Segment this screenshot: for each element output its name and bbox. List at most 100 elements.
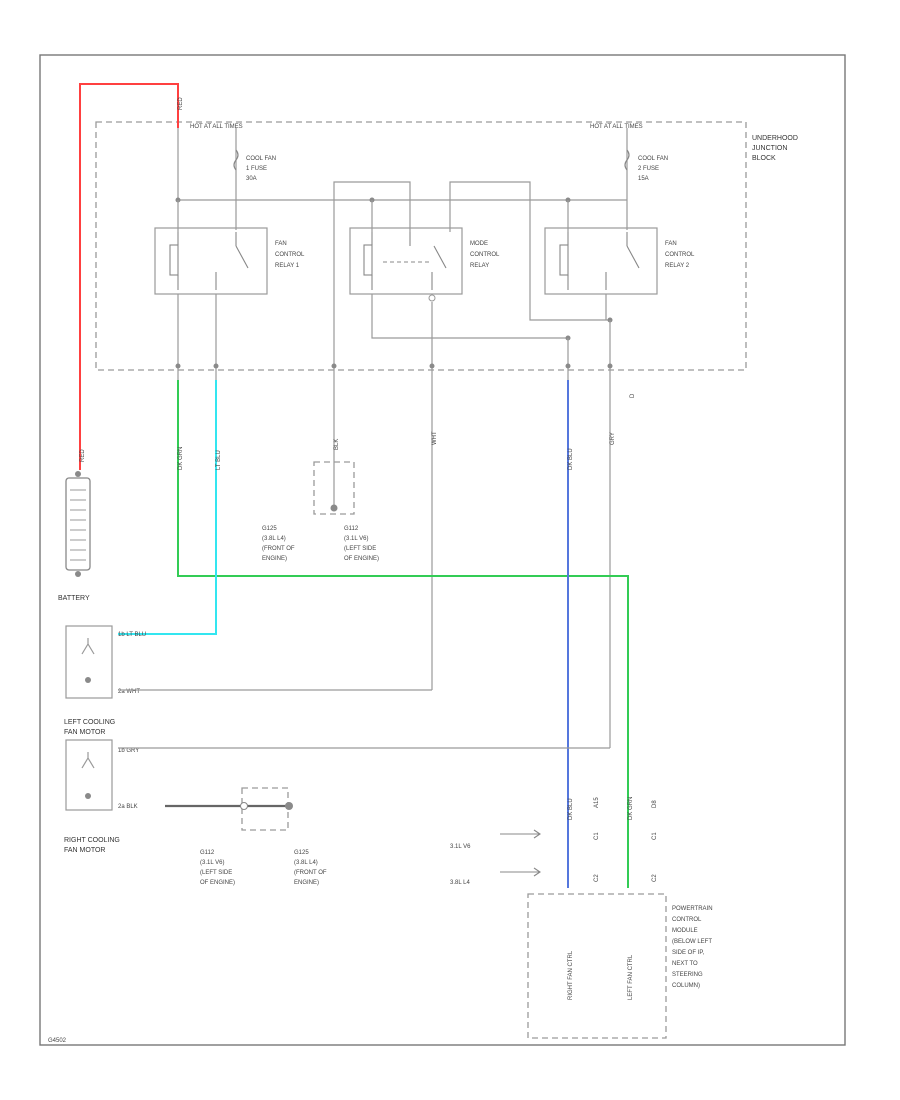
pcm-label-7: STEERING	[672, 972, 703, 978]
pcm-pin-d8: D8	[652, 800, 658, 808]
g125-top-3: (FRONT OF	[262, 546, 295, 552]
battery-bottom-terminal	[75, 571, 81, 577]
engine-l4-arrow	[500, 867, 541, 877]
right-fan-ground-node	[85, 793, 91, 799]
g112-bot-3: (LEFT SIDE	[200, 870, 232, 876]
fan-control-relay-1	[154, 227, 268, 295]
dk-grn-wire	[177, 380, 629, 888]
pcm-label-3: MODULE	[672, 928, 698, 934]
mode-loop-right	[449, 181, 610, 321]
pcm-label-8: COLUMN)	[672, 983, 700, 989]
g125-bot-1: G125	[294, 850, 309, 856]
relay1-coil	[169, 232, 249, 290]
pcm-label-5: SIDE OF IP,	[672, 950, 705, 956]
diagram-frame	[39, 54, 846, 1046]
dk-grn-label: DK GRN	[178, 447, 184, 470]
mode-out-node	[428, 294, 436, 302]
g112-top-1: G112	[344, 526, 359, 532]
fuse1-label-1: COOL FAN	[246, 156, 276, 162]
fan-control-relay-2	[544, 227, 658, 295]
left-fan-motor-icon	[81, 638, 95, 655]
relay2-label-1: FAN	[665, 241, 677, 247]
g125-bot-3: (FRONT OF	[294, 870, 327, 876]
left-fan-ground-node	[85, 677, 91, 683]
g125-top-4: ENGINE)	[262, 556, 287, 562]
lt-blu-wire	[118, 380, 217, 635]
underhood-label-1: UNDERHOOD	[752, 135, 798, 142]
pcm-right-fan-ctrl: RIGHT FAN CTRL	[568, 950, 574, 1000]
conn-node-4	[429, 363, 435, 369]
conn-node-1	[175, 363, 181, 369]
g112-bot-2: (3.1L V6)	[200, 860, 224, 866]
gry-label: GRY	[610, 432, 616, 445]
relay1-label-2: CONTROL	[275, 252, 305, 258]
g112-bot-1: G112	[200, 850, 215, 856]
relay2-label-3: RELAY 2	[665, 263, 690, 269]
g112-top-2: (3.1L V6)	[344, 536, 368, 542]
fuse2-label-3: 15A	[638, 176, 649, 182]
left-fan-label-1: LEFT COOLING	[64, 719, 115, 726]
left-fan-motor-box	[65, 625, 113, 699]
mode-relay-coil	[363, 232, 447, 290]
mode-loop-left	[333, 181, 411, 300]
pcm-pin-a15: A15	[594, 797, 600, 808]
underhood-junction-block	[95, 121, 747, 371]
g125-bot-2: (3.8L L4)	[294, 860, 318, 866]
mode-label-3: RELAY	[470, 263, 489, 269]
dk-blu-label: DK BLU	[568, 448, 574, 470]
right-fan-label-2: FAN MOTOR	[64, 847, 105, 854]
right-fan-motor-box	[65, 739, 113, 811]
conn-node-5	[565, 363, 571, 369]
blk-label: BLK	[334, 439, 340, 450]
mode-to-relay2-link	[371, 294, 568, 339]
relay2-coil	[559, 232, 640, 290]
pcm-dk-grn-label: DK GRN	[628, 797, 634, 820]
relay1-label-3: RELAY 1	[275, 263, 300, 269]
ground-dashed-box-top	[313, 461, 355, 515]
pcm-dashed-box	[527, 893, 667, 1039]
fuse1-label-3: 30A	[246, 176, 257, 182]
pcm-pin-c1: C1	[594, 832, 600, 840]
right-fan-pin2: 2a BLK	[118, 804, 138, 810]
relay2-label-2: CONTROL	[665, 252, 695, 258]
ground-g112-node	[240, 802, 248, 810]
engine-l4-label: 3.8L L4	[450, 880, 470, 886]
conn-node-2	[213, 363, 219, 369]
ground-dashed-box-bottom	[241, 787, 289, 831]
conn-node-6	[607, 363, 613, 369]
g112-bot-4: OF ENGINE)	[200, 880, 235, 886]
g125-top-2: (3.8L L4)	[262, 536, 286, 542]
ground-g125-node	[330, 504, 338, 512]
left-fan-label-2: FAN MOTOR	[64, 729, 105, 736]
wht-label: WHT	[432, 431, 438, 445]
pcm-pin-c2: C2	[594, 874, 600, 882]
right-fan-label-1: RIGHT COOLING	[64, 837, 120, 844]
engine-v6-arrow	[500, 829, 541, 839]
red-wire-label-bat: RED	[80, 449, 86, 462]
hot-at-all-times-right: HOT AT ALL TIMES	[590, 124, 643, 130]
diagram-code: G4502	[48, 1038, 67, 1044]
pcm-label-2: CONTROL	[672, 917, 702, 923]
battery-label: BATTERY	[58, 595, 90, 602]
pcm-pin-c1b: C1	[652, 832, 658, 840]
mode-label-2: CONTROL	[470, 252, 500, 258]
relay1-label-1: FAN	[275, 241, 287, 247]
pcm-label-4: (BELOW LEFT	[672, 939, 712, 945]
pcm-pin-c2b: C2	[652, 874, 658, 882]
conn-node-3	[331, 363, 337, 369]
d-label: D	[630, 393, 636, 398]
g112-top-3: (LEFT SIDE	[344, 546, 376, 552]
left-fan-pin1: 1b LT BLU	[118, 632, 146, 638]
g112-top-4: OF ENGINE)	[344, 556, 379, 562]
right-fan-motor-icon	[81, 752, 95, 769]
battery-cells	[70, 489, 86, 561]
mode-control-relay	[349, 227, 463, 295]
hot-at-all-times-left: HOT AT ALL TIMES	[190, 124, 243, 130]
right-fan-pin1: 1b GRY	[118, 748, 139, 754]
red-battery-wire	[79, 83, 179, 470]
fuse2-symbol	[624, 149, 630, 171]
mode-label-1: MODE	[470, 241, 488, 247]
pcm-label-1: POWERTRAIN	[672, 906, 713, 912]
ground-g125-bottom-node	[285, 802, 293, 810]
